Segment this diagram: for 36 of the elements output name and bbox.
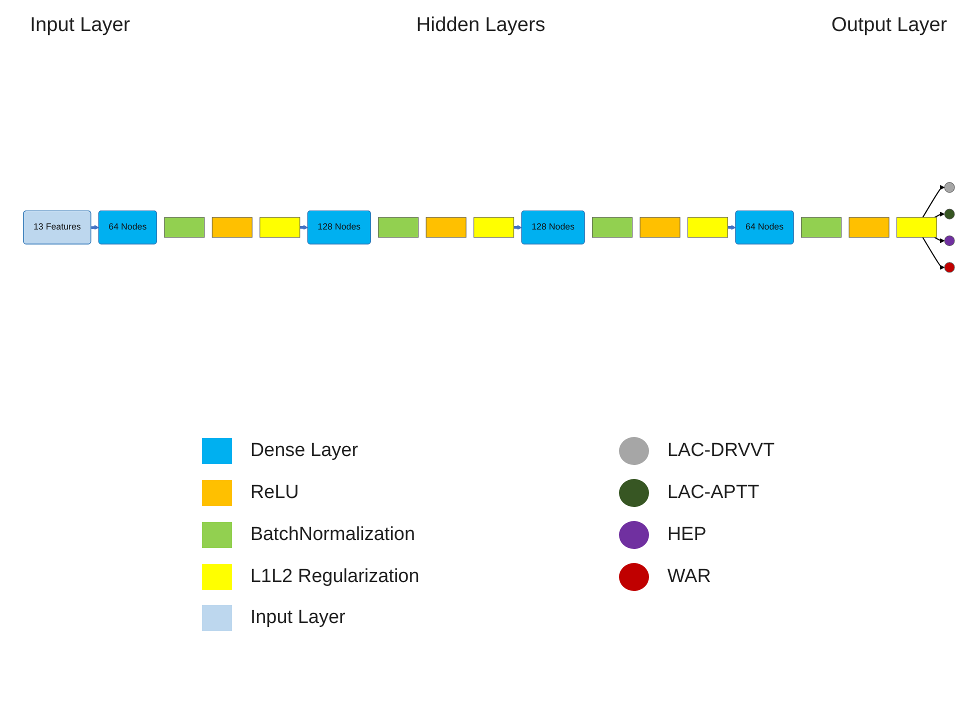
legend-label: WAR	[667, 566, 711, 588]
node-circle	[944, 262, 954, 272]
legend-label: BatchNormalization	[250, 524, 416, 546]
node-bar	[848, 216, 889, 238]
node-circle	[944, 208, 954, 219]
node-circle	[944, 235, 954, 246]
node-bar	[800, 216, 842, 238]
layer-heading: Hidden Layers	[416, 14, 546, 37]
node-bar	[259, 216, 300, 238]
node-bar	[592, 216, 632, 238]
node-bar	[639, 216, 680, 238]
arrow	[512, 224, 522, 230]
arrow	[934, 236, 944, 243]
node-bar	[687, 216, 728, 238]
node-bar	[211, 216, 252, 238]
arrow	[298, 224, 308, 230]
legend-label: HEP	[667, 524, 706, 546]
legend-label: ReLU	[250, 482, 299, 504]
legend-label: Input Layer	[250, 607, 346, 629]
legend-label: L1L2 Regularization	[250, 566, 420, 588]
arrow	[726, 224, 736, 230]
node-circle	[944, 182, 954, 192]
arrow	[922, 236, 944, 270]
arrow	[90, 224, 99, 230]
legend-label: LAC-DRVVT	[667, 440, 775, 462]
arrow	[922, 184, 944, 218]
node-bar	[164, 216, 204, 238]
legend-label: Dense Layer	[250, 440, 358, 462]
node-bar	[378, 216, 418, 238]
layer-heading: Input Layer	[30, 14, 130, 37]
node-bar	[896, 216, 937, 238]
legend-label: LAC-APTT	[667, 482, 760, 504]
node-bar	[425, 216, 466, 238]
layer-heading: Output Layer	[831, 14, 947, 37]
node-bar	[473, 216, 514, 238]
arrow	[934, 211, 944, 218]
